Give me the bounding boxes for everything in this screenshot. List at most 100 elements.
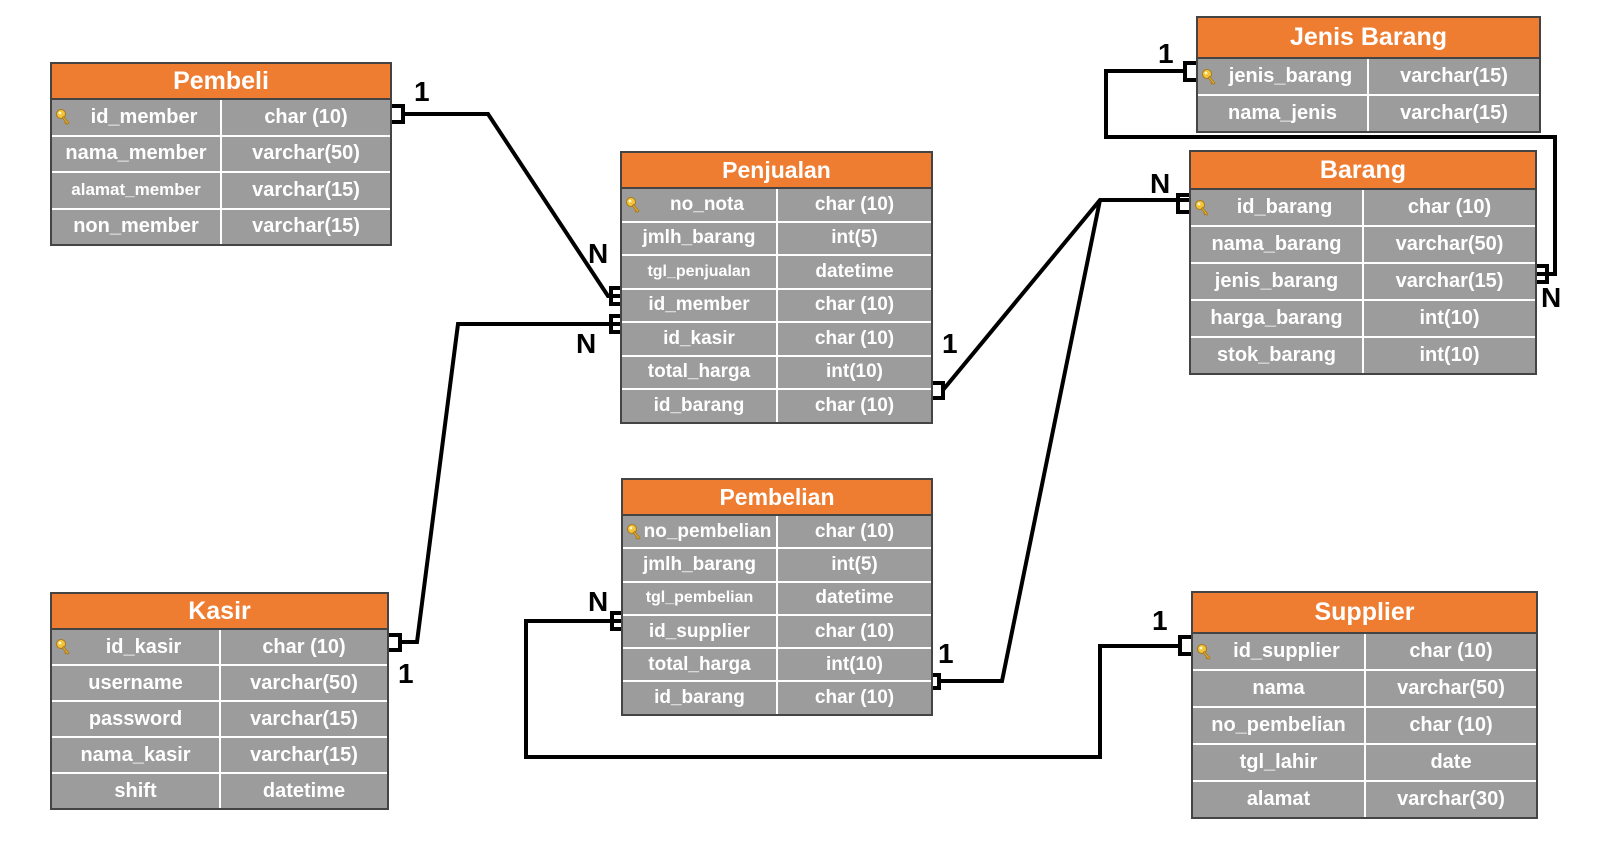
table-row: tgl_penjualan datetime <box>622 256 931 290</box>
column-name-label: password <box>88 707 183 730</box>
column-type: char (10) <box>814 294 895 316</box>
column-type: int(10) <box>1419 344 1480 366</box>
column-name-label: jenis_barang <box>1228 65 1353 87</box>
column-name: shift <box>52 774 221 808</box>
relationship-line <box>933 199 1102 690</box>
column-type: char (10) <box>1409 640 1493 662</box>
column-type: varchar(50) <box>1397 677 1505 699</box>
column-type: int(10) <box>826 653 883 675</box>
column-type: varchar(30) <box>1397 788 1505 810</box>
table-row: nama_jenis varchar(15) <box>1198 96 1539 131</box>
relationship-line <box>1104 61 1557 284</box>
primary-key-icon <box>1196 643 1212 661</box>
column-name-label: alamat_member <box>71 180 201 200</box>
column-type: datetime <box>815 587 894 609</box>
column-type: datetime <box>815 260 894 282</box>
column-name-label: nama <box>1252 677 1305 699</box>
column-name: nama_kasir <box>52 738 221 772</box>
column-name-label: no_pembelian <box>1211 714 1346 736</box>
column-name-label: total_harga <box>647 361 751 383</box>
table-row: jenis_barang varchar(15) <box>1198 59 1539 96</box>
table-row: tgl_pembelian datetime <box>623 582 931 616</box>
primary-key-icon <box>1194 199 1210 217</box>
cardinality-label: 1 <box>1152 605 1168 636</box>
table-supplier: Supplier id_supplier char (10) nama varchar(… <box>1191 591 1538 819</box>
column-name-label: id_kasir <box>105 635 182 658</box>
column-type: varchar(15) <box>1395 270 1504 292</box>
table-title: Supplier <box>1193 593 1536 634</box>
table-row: nama varchar(50) <box>1193 671 1536 708</box>
column-name: id_member <box>52 100 222 135</box>
column-name: id_barang <box>1191 190 1364 225</box>
cardinality-label: 1 <box>942 328 958 359</box>
column-name: no_pembelian <box>623 516 778 548</box>
column-name-label: stok_barang <box>1217 344 1336 366</box>
column-name: no_pembelian <box>1193 708 1366 743</box>
column-name: jenis_barang <box>1191 264 1364 299</box>
primary-key-icon <box>55 108 71 126</box>
column-type: varchar(50) <box>1395 233 1504 255</box>
column-name: id_barang <box>622 390 778 422</box>
relationship-line <box>392 104 620 306</box>
column-name: total_harga <box>622 356 778 388</box>
column-name-label: shift <box>114 779 157 802</box>
table-row: shift datetime <box>52 774 387 808</box>
column-type: date <box>1430 751 1472 773</box>
column-name-label: id_supplier <box>1233 640 1340 662</box>
cardinality-label: 1 <box>938 638 954 669</box>
column-name-label: alamat <box>1246 788 1311 810</box>
table-row: id_barang char (10) <box>622 390 931 422</box>
column-name-label: jenis_barang <box>1214 270 1339 292</box>
cardinality-label: N <box>588 586 609 617</box>
column-name-label: tgl_pembelian <box>645 589 754 607</box>
column-name: no_nota <box>622 189 778 221</box>
cardinality-label: 1 <box>398 658 414 689</box>
column-type: char (10) <box>814 193 895 215</box>
column-name-label: id_supplier <box>648 620 751 642</box>
column-name: tgl_pembelian <box>623 582 778 614</box>
cardinality-label: N <box>1541 282 1562 313</box>
table-title: Jenis Barang <box>1198 18 1539 59</box>
column-type: char (10) <box>814 520 895 542</box>
column-type: varchar(15) <box>1400 102 1508 124</box>
cardinality-label: 1 <box>414 76 430 107</box>
table-row: id_member char (10) <box>52 100 390 137</box>
column-type: char (10) <box>814 394 895 416</box>
relationship-line <box>933 193 1189 400</box>
column-type: datetime <box>262 779 346 802</box>
column-name: harga_barang <box>1191 301 1364 336</box>
column-name: username <box>52 666 221 700</box>
column-type: varchar(15) <box>1400 65 1508 87</box>
column-name: non_member <box>52 209 222 244</box>
table-title: Pembelian <box>623 480 931 516</box>
column-type: char (10) <box>264 105 348 128</box>
column-name-label: tgl_penjualan <box>647 262 751 280</box>
column-name-label: username <box>88 671 183 694</box>
cardinality-label: N <box>1150 168 1171 199</box>
column-type: char (10) <box>814 620 895 642</box>
column-name-label: no_nota <box>670 193 744 215</box>
column-name-label: nama_member <box>65 142 207 165</box>
primary-key-icon <box>626 523 642 541</box>
column-name-label: id_barang <box>653 394 745 416</box>
primary-key-icon <box>55 638 71 656</box>
column-name: nama_jenis <box>1198 96 1369 131</box>
column-name: tgl_lahir <box>1193 745 1366 780</box>
column-name: password <box>52 702 221 736</box>
cardinality-label: 1 <box>1158 38 1174 69</box>
